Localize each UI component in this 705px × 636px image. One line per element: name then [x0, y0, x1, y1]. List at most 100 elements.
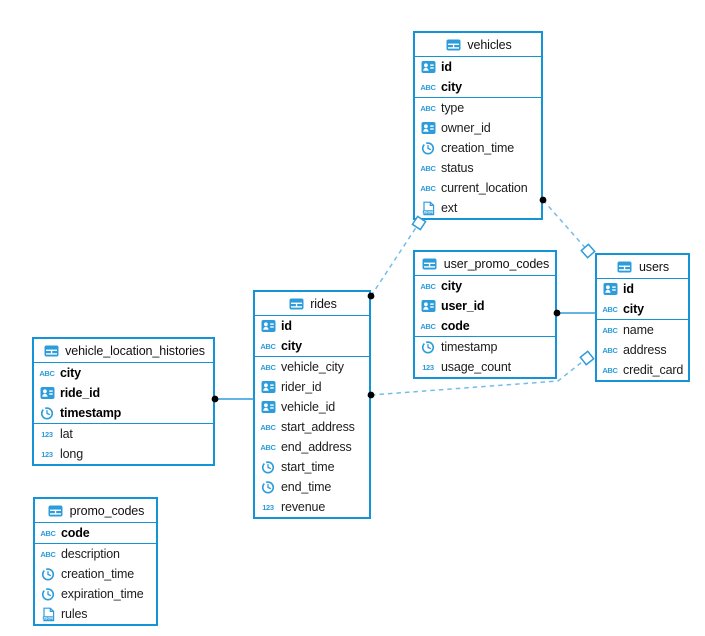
column-name: ride_id [60, 386, 100, 400]
column-name: id [623, 282, 634, 296]
relationship-line [542, 199, 589, 252]
number-icon: 123 [422, 362, 434, 372]
string-icon: ABC [420, 321, 436, 331]
json-icon: JSON [39, 606, 57, 622]
table-header[interactable]: vehicle_location_histories [34, 339, 213, 363]
json-icon: JSON [419, 200, 437, 216]
number-icon: 123 [41, 429, 53, 439]
string-icon: ABC [420, 82, 436, 92]
table-icon [421, 256, 439, 272]
table-header[interactable]: user_promo_codes [415, 252, 555, 276]
string-icon: ABC [39, 368, 55, 378]
string-icon: ABC [420, 163, 436, 173]
svg-text:JSON: JSON [42, 616, 52, 620]
uuid-icon [259, 318, 277, 334]
string-icon: ABC [420, 183, 436, 193]
relationship-vehicle_location_histories-to-rides [211, 395, 254, 403]
string-icon: ABC [420, 281, 436, 291]
column-row-city: ABC city [597, 299, 688, 319]
open-square-marker [579, 350, 595, 366]
column-name: creation_time [61, 567, 135, 581]
column-row-rider_id: rider_id [255, 377, 369, 397]
column-name: name [623, 323, 654, 337]
number-icon: 123 [41, 449, 53, 459]
timestamp-icon [419, 140, 437, 156]
column-row-vehicle_id: vehicle_id [255, 397, 369, 417]
column-row-city: ABC city [34, 363, 213, 383]
column-name: description [61, 547, 120, 561]
string-icon: ABC [602, 365, 618, 375]
table-header[interactable]: rides [255, 292, 369, 316]
column-row-creation_time: creation_time [35, 564, 156, 584]
uuid-icon [419, 298, 437, 314]
uuid-icon [419, 120, 437, 136]
timestamp-icon [259, 459, 277, 475]
column-row-lat: 123 lat [34, 424, 213, 444]
column-name: user_id [441, 299, 485, 313]
column-name: city [623, 302, 644, 316]
table-name: vehicles [467, 37, 512, 52]
column-name: start_address [281, 420, 355, 434]
string-icon: ABC [260, 341, 276, 351]
column-name: revenue [281, 500, 326, 514]
column-row-owner_id: owner_id [415, 118, 541, 138]
column-row-city: ABC city [255, 336, 369, 356]
string-icon: ABC [602, 304, 618, 314]
column-name: timestamp [441, 340, 498, 354]
open-square-marker [580, 243, 596, 259]
relationship-vehicles-to-users [539, 196, 596, 259]
column-name: city [60, 366, 81, 380]
table-header[interactable]: promo_codes [35, 499, 156, 523]
table-name: vehicle_location_histories [65, 343, 205, 358]
column-name: end_address [281, 440, 352, 454]
table-header[interactable]: vehicles [415, 33, 541, 57]
timestamp-icon [259, 479, 277, 495]
number-icon: 123 [262, 502, 274, 512]
relationship-user_promo_codes-to-users [553, 309, 596, 317]
column-row-id: id [597, 279, 688, 299]
column-row-timestamp: timestamp [34, 403, 213, 423]
column-name: city [281, 339, 302, 353]
column-row-rules: JSON rules [35, 604, 156, 624]
table-icon [47, 503, 65, 519]
string-icon: ABC [260, 362, 276, 372]
column-name: id [281, 319, 292, 333]
column-name: rider_id [281, 380, 322, 394]
column-row-user_id: user_id [415, 296, 555, 316]
string-icon: ABC [602, 345, 618, 355]
timestamp-icon [39, 586, 57, 602]
column-name: lat [60, 427, 73, 441]
column-name: rules [61, 607, 88, 621]
timestamp-icon [38, 405, 56, 421]
timestamp-icon [39, 566, 57, 582]
column-row-timestamp: timestamp [415, 337, 555, 357]
table-name: users [638, 259, 670, 274]
table-header[interactable]: users [597, 255, 688, 279]
string-icon: ABC [260, 442, 276, 452]
column-row-ride_id: ride_id [34, 383, 213, 403]
column-name: city [441, 80, 462, 94]
column-row-city: ABC city [415, 77, 541, 97]
